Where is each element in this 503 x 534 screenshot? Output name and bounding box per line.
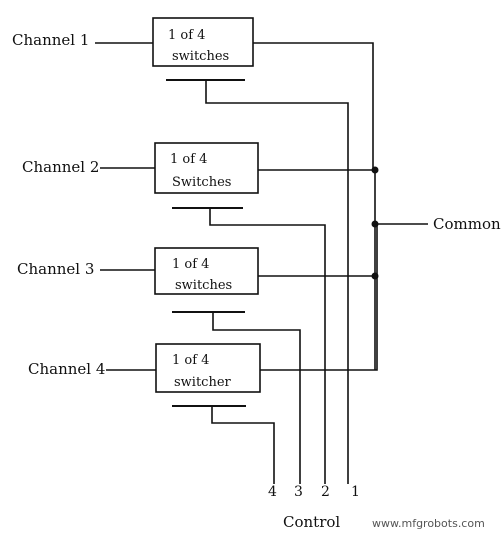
junction-dot-1 (371, 166, 379, 174)
control-terminals: 4 3 2 1 Control (268, 484, 360, 531)
control-number-1: 1 (351, 484, 360, 500)
switch-box-2-line1: 1 of 4 (170, 152, 207, 167)
control-number-4: 4 (268, 484, 277, 500)
switch-box-1 (152, 17, 254, 67)
channel-1: Channel 1 1 of 4 switches (12, 17, 374, 484)
switch-box-4-line2: switcher (174, 375, 232, 390)
channel-3: Channel 3 1 of 4 switches (17, 247, 375, 484)
output-wire-4 (260, 225, 378, 371)
control-number-2: 2 (321, 484, 330, 500)
control-wire-3 (212, 312, 301, 484)
channel-4: Channel 4 1 of 4 switcher (28, 225, 378, 484)
control-wire-4 (211, 406, 275, 484)
control-label: Control (283, 513, 340, 531)
common-label: Common (433, 215, 501, 233)
watermark: www.mfgrobots.com (372, 517, 485, 530)
switch-box-4-line1: 1 of 4 (172, 353, 209, 368)
channel-2: Channel 2 1 of 4 Switches (22, 142, 375, 484)
switch-box-3-line2: switches (175, 278, 232, 293)
channel-3-label: Channel 3 (17, 260, 94, 278)
common-bus: Common (371, 166, 501, 370)
control-wire-1 (205, 80, 349, 484)
switch-box-4 (155, 343, 261, 393)
switch-box-2 (154, 142, 259, 194)
channel-1-label: Channel 1 (12, 31, 89, 49)
control-wire-2 (209, 208, 326, 484)
output-wire-1 (253, 42, 374, 172)
switch-box-2-line2: Switches (172, 175, 231, 190)
junction-dot-3 (371, 272, 379, 280)
switch-box-1-line2: switches (172, 49, 229, 64)
channel-4-label: Channel 4 (28, 360, 105, 378)
channel-2-label: Channel 2 (22, 158, 99, 176)
switch-box-1-line1: 1 of 4 (168, 28, 205, 43)
switch-box-3-line1: 1 of 4 (172, 257, 209, 272)
control-number-3: 3 (294, 484, 303, 500)
switch-box-3 (154, 247, 259, 295)
